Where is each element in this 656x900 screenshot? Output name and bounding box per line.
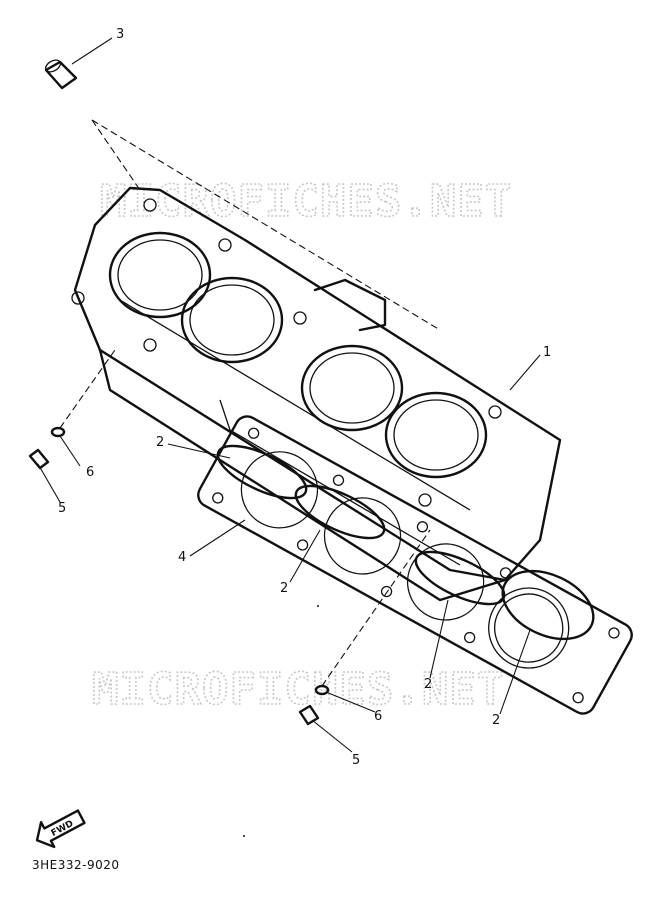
watermark-bottom: MICROFICHES.NET — [92, 664, 504, 715]
part-code: 3HE332-9020 — [32, 858, 120, 872]
callout-6a: 6 — [86, 465, 94, 480]
callout-5b: 5 — [352, 753, 360, 768]
o-rings — [216, 444, 595, 641]
callout-2c: 2 — [424, 677, 432, 692]
callout-2b: 2 — [280, 581, 288, 596]
callout-2d: 2 — [492, 713, 500, 728]
dowel-pin — [44, 59, 78, 90]
callout-1: 1 — [543, 345, 551, 360]
callout-2a: 2 — [156, 435, 164, 450]
callout-5a: 5 — [58, 501, 66, 516]
speck — [243, 835, 245, 837]
callout-4: 4 — [178, 550, 186, 565]
bolt-bottom — [298, 704, 320, 726]
cylinder-block — [71, 186, 562, 602]
callout-6b: 6 — [374, 709, 382, 724]
washer-left — [50, 426, 66, 438]
callout-3: 3 — [116, 27, 124, 42]
watermark-top: MICROFICHES.NET — [100, 176, 512, 227]
forward-arrow-icon: FWD — [35, 809, 86, 849]
speck — [317, 605, 319, 607]
bolt-left — [28, 448, 50, 470]
leader-lines — [37, 37, 541, 753]
